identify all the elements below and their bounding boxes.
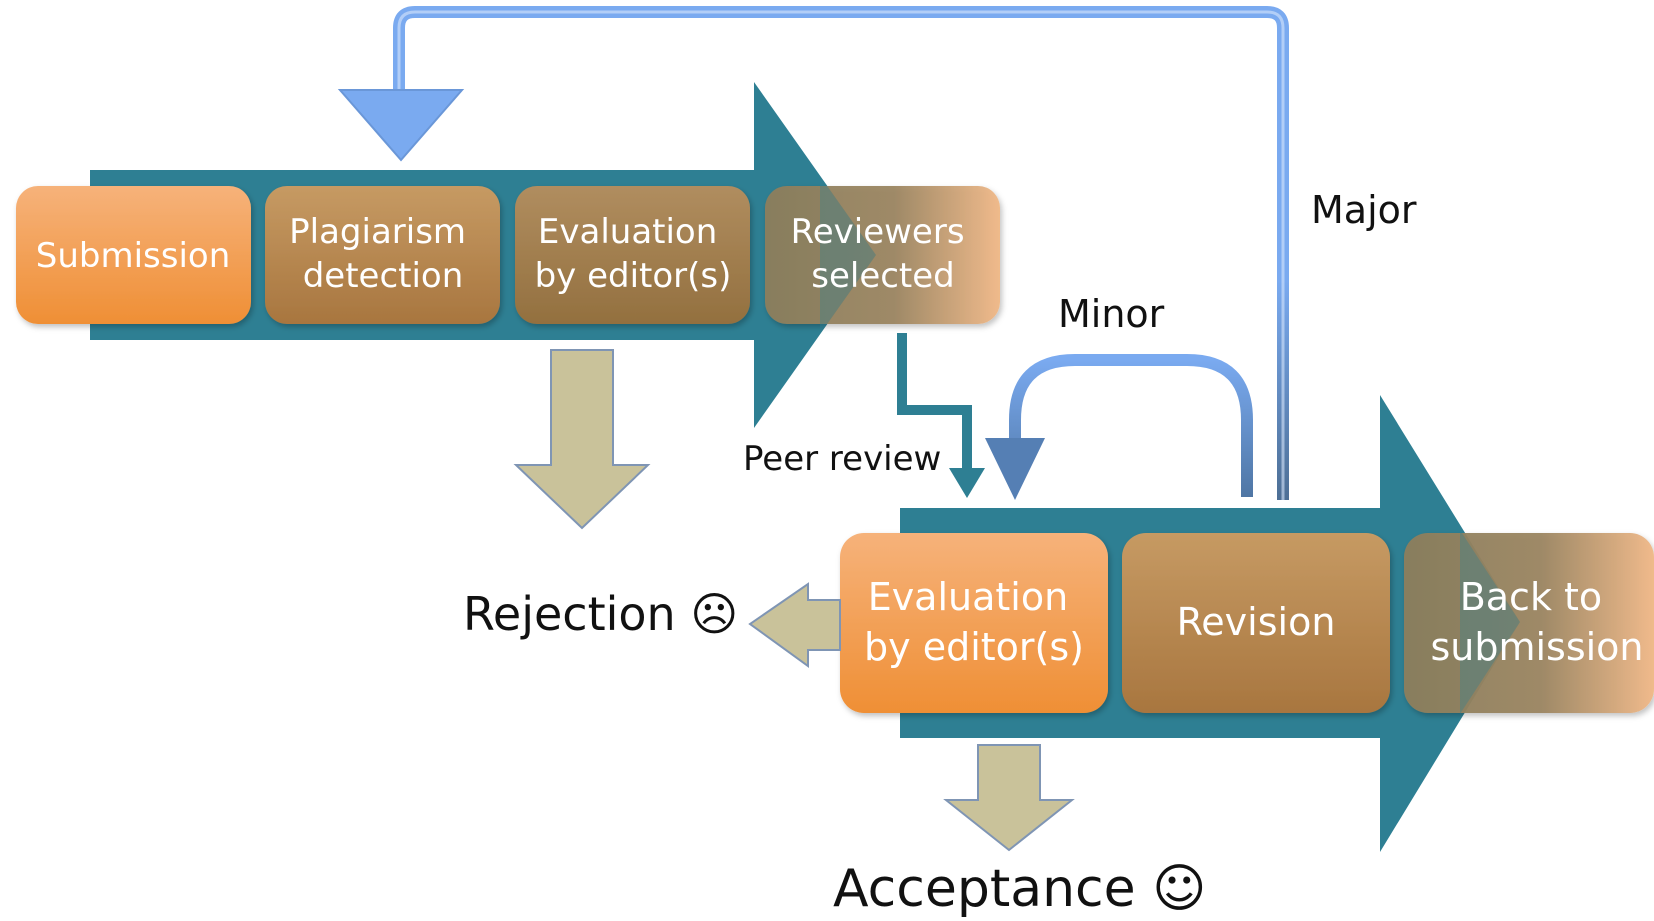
bottom-step-1-box (840, 533, 1108, 713)
top-step-4-label: Reviewers selected (791, 212, 976, 296)
top-step-2-box (265, 186, 500, 324)
major-loop-line-inner (397, 10, 1285, 500)
peer-review-connector (897, 333, 972, 470)
top-step-1-label: Submission (36, 236, 231, 276)
bottom-step-3-box (1404, 533, 1654, 713)
bottom-arrow-tip-overlay (1460, 530, 1520, 714)
top-step-2-label: Plagiarism detection (289, 212, 477, 296)
rejection-left-arrow (748, 582, 841, 668)
top-step-1-box (16, 186, 251, 324)
minor-label: Minor (1058, 292, 1165, 336)
bottom-step-3-label: Back to submission (1430, 575, 1643, 669)
top-arrow-tip-overlay (820, 176, 876, 334)
minor-loop-line (1009, 354, 1253, 497)
peer-review-label: Peer review (743, 439, 941, 479)
top-step-4-box (765, 186, 1000, 324)
top-step-3-box (515, 186, 750, 324)
bottom-step-1-label: Evaluation by editor(s) (864, 575, 1084, 669)
rejection-label: Rejection ☹ (463, 587, 738, 641)
top-step-3-label: Evaluation by editor(s) (535, 212, 732, 296)
bottom-step-2-box (1122, 533, 1390, 713)
acceptance-label: Acceptance ☺ (833, 859, 1206, 919)
acceptance-down-arrow (943, 744, 1075, 852)
peer-review-arrowhead (949, 468, 985, 498)
minor-loop-arrowhead (985, 438, 1045, 500)
major-loop-arrowhead (337, 89, 465, 162)
major-label: Major (1311, 188, 1417, 232)
rejection-down-arrow (513, 349, 651, 530)
bottom-step-2-label: Revision (1177, 600, 1336, 644)
